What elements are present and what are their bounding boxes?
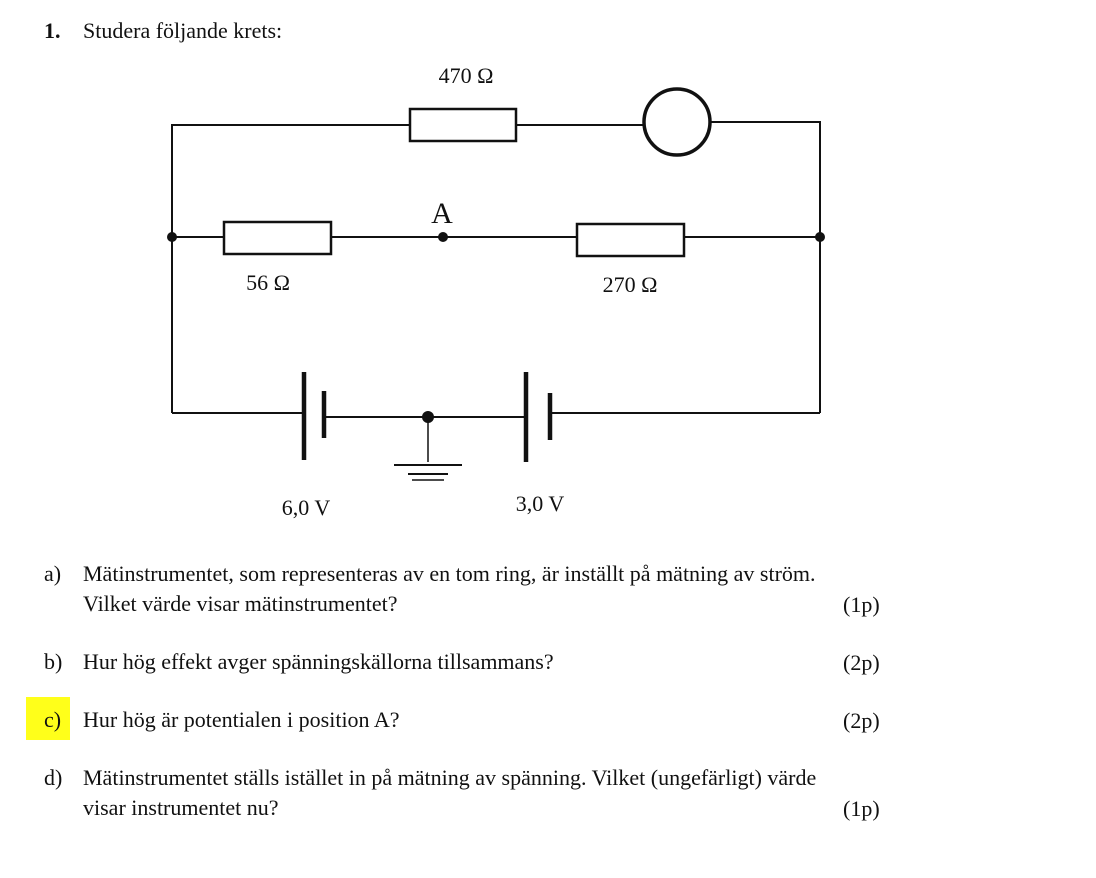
problem-intro: Studera följande krets: xyxy=(83,18,283,43)
question-b-label: b) xyxy=(44,649,63,674)
label-r-left: 56 Ω xyxy=(246,270,290,295)
resistor-56 xyxy=(222,220,333,256)
wire-right xyxy=(710,121,821,413)
label-node-a: A xyxy=(431,197,453,230)
node-right xyxy=(815,232,825,242)
label-battery-left: 6,0 V xyxy=(282,495,331,520)
ground-icon xyxy=(394,464,462,481)
question-c-text: Hur hög är potentialen i position A? xyxy=(83,707,400,732)
highlight-mark xyxy=(26,697,70,740)
label-r-right: 270 Ω xyxy=(603,272,658,297)
question-a-label: a) xyxy=(44,561,62,586)
question-d-label: d) xyxy=(44,765,63,790)
circuit-diagram: 470 Ω A 56 Ω 270 Ω 6,0 V 3,0 V xyxy=(167,63,825,520)
question-d-text-2: visar instrumentet nu? xyxy=(83,795,279,820)
wire-top xyxy=(171,124,410,413)
label-battery-right: 3,0 V xyxy=(516,491,565,516)
question-d-text: Mätinstrumentet ställs istället in på mä… xyxy=(83,765,817,790)
question-a-text: Mätinstrumentet, som representeras av en… xyxy=(83,561,816,586)
question-a-points: (1p) xyxy=(843,592,880,617)
question-b-text: Hur hög effekt avger spänningskällorna t… xyxy=(83,649,554,674)
resistor-270 xyxy=(575,222,686,258)
node-a xyxy=(438,232,448,242)
label-r-top: 470 Ω xyxy=(439,63,494,88)
question-c-points: (2p) xyxy=(843,708,880,733)
node-ground xyxy=(422,411,434,423)
problem-number: 1. xyxy=(44,18,61,43)
question-b-points: (2p) xyxy=(843,650,880,675)
question-a-text-2: Vilket värde visar mätinstrumentet? xyxy=(83,591,398,616)
node-left xyxy=(167,232,177,242)
question-c-label: c) xyxy=(44,707,62,732)
question-d-points: (1p) xyxy=(843,796,880,821)
meter-ring xyxy=(642,87,712,157)
resistor-470 xyxy=(408,107,518,143)
